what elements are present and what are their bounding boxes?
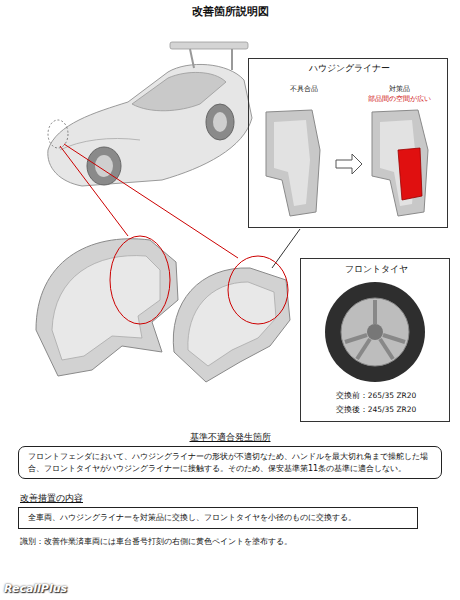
tire-panel: フロントタイヤ交換前：265/35 ZR20 交換後：245/35 ZR20 <box>300 258 450 422</box>
remedy-box: 改善措置の内容全車両、ハウジングライナーを対策品に交換し、フロントタイヤを小径の… <box>18 493 442 529</box>
section-heading: 基準不適合発生箇所 <box>18 432 442 443</box>
note-text: 部品間の空間が広い <box>353 96 445 104</box>
tire-illustration <box>325 282 425 382</box>
noncompliance-box: 基準不適合発生箇所フロントフェンダにおいて、ハウジングライナーの形状が不適切なた… <box>18 432 442 479</box>
part-label: 不具合品 <box>259 85 349 93</box>
car-illustration <box>48 42 252 186</box>
liner-comparison <box>266 110 428 216</box>
watermark: RecallPlus <box>4 582 124 595</box>
panel-heading: ハウジングライナー <box>249 63 449 74</box>
section-body: 全車両、ハウジングライナーを対策品に交換し、フロントタイヤを小径のものに交換する… <box>18 507 418 529</box>
part-label: 対策品 <box>353 85 445 93</box>
panel-heading: フロントタイヤ <box>301 264 451 275</box>
page-title: 改善箇所説明図 <box>0 4 460 19</box>
housing-liner-illustration <box>36 236 290 382</box>
section-body: フロントフェンダにおいて、ハウジングライナーの形状が不適切なため、ハンドルを最大… <box>18 446 442 479</box>
section-heading: 改善措置の内容 <box>18 493 442 504</box>
identification-note: 識別：改善作業済車両には車台番号打刻の右側に黄色ペイントを塗布する。 <box>20 537 450 546</box>
size-text: 交換後：245/35 ZR20 <box>301 405 451 414</box>
size-text: 交換前：265/35 ZR20 <box>301 391 451 400</box>
liner-panel: ハウジングライナー不具合品対策品部品間の空間が広い <box>248 58 448 228</box>
